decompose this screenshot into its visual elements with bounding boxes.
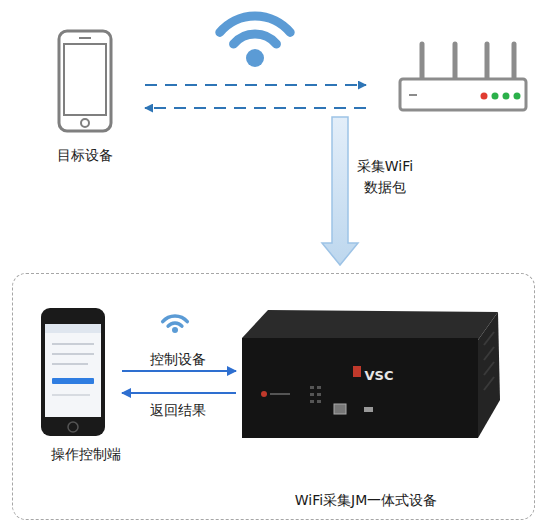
router-antenna bbox=[453, 44, 458, 79]
target-device: 目标设备 bbox=[58, 30, 112, 132]
logo-mark bbox=[261, 391, 267, 397]
phone-body bbox=[59, 31, 111, 131]
device-group: 操作控制端 VSC WiFi采集JM一体式设备 bbox=[12, 273, 535, 520]
router-led bbox=[481, 93, 488, 100]
capture-arrow bbox=[322, 117, 358, 265]
router bbox=[398, 38, 528, 112]
node-label: WiFi采集JM一体式设备 bbox=[295, 491, 438, 509]
vsc-device bbox=[242, 310, 500, 438]
router-body bbox=[400, 79, 526, 110]
screen-header bbox=[45, 324, 101, 333]
node-label: VSC bbox=[365, 367, 394, 385]
router-antenna bbox=[512, 44, 517, 79]
screen-line bbox=[52, 343, 94, 345]
phone-button bbox=[81, 119, 89, 127]
router-led bbox=[503, 93, 510, 100]
wifi-dot bbox=[172, 327, 178, 333]
edge-label: 采集WiFi 数据包 bbox=[346, 156, 424, 198]
phone-body bbox=[41, 308, 105, 436]
screen-button bbox=[52, 378, 94, 384]
signal-arrow bbox=[145, 84, 366, 86]
edge-label: 返回结果 bbox=[150, 400, 206, 421]
control-terminal: 操作控制端 bbox=[41, 308, 107, 438]
device-side bbox=[478, 312, 500, 438]
signal-arrow bbox=[122, 370, 236, 372]
screen-line bbox=[52, 353, 94, 355]
control-phone bbox=[41, 308, 105, 436]
device-vent bbox=[484, 362, 494, 375]
device-led bbox=[317, 386, 321, 389]
router-led bbox=[514, 93, 521, 100]
device-print bbox=[270, 393, 290, 395]
phone-button bbox=[68, 422, 78, 432]
wifi-arc bbox=[168, 323, 182, 326]
phone-icon bbox=[59, 31, 111, 131]
wifi-arc bbox=[234, 34, 277, 44]
node-label: 操作控制端 bbox=[51, 445, 121, 463]
device-led bbox=[310, 400, 314, 403]
device-vent bbox=[484, 347, 494, 360]
screen-line bbox=[52, 394, 90, 396]
device-led bbox=[310, 393, 314, 396]
device-vent bbox=[484, 377, 494, 390]
phone-screen bbox=[64, 44, 106, 115]
router-port bbox=[409, 94, 417, 96]
router-icon bbox=[400, 44, 526, 110]
usb-port bbox=[364, 407, 373, 412]
node-label: 目标设备 bbox=[57, 146, 113, 164]
router-antenna bbox=[420, 44, 425, 79]
phone-speaker bbox=[79, 37, 91, 39]
wifi-dot bbox=[246, 49, 264, 67]
device-led bbox=[317, 393, 321, 396]
device-led bbox=[310, 386, 314, 389]
screen-line bbox=[52, 363, 88, 365]
ethernet-port bbox=[334, 404, 346, 414]
wifi-symbol bbox=[220, 16, 290, 67]
small-wifi-symbol bbox=[163, 316, 188, 333]
device-led bbox=[317, 400, 321, 403]
wifi-arc bbox=[220, 16, 290, 32]
signal-arrow bbox=[145, 107, 366, 109]
device-front bbox=[242, 338, 478, 438]
router-antenna bbox=[485, 44, 490, 79]
phone-screen bbox=[45, 324, 101, 417]
router-led bbox=[492, 93, 499, 100]
signal-arrow bbox=[122, 392, 236, 394]
device-top bbox=[242, 310, 498, 340]
logo-mark bbox=[353, 366, 361, 377]
wifi-arc bbox=[163, 316, 188, 322]
device-vent bbox=[484, 332, 494, 345]
capture-device: VSC bbox=[241, 306, 501, 443]
edge-label: 控制设备 bbox=[150, 349, 206, 370]
